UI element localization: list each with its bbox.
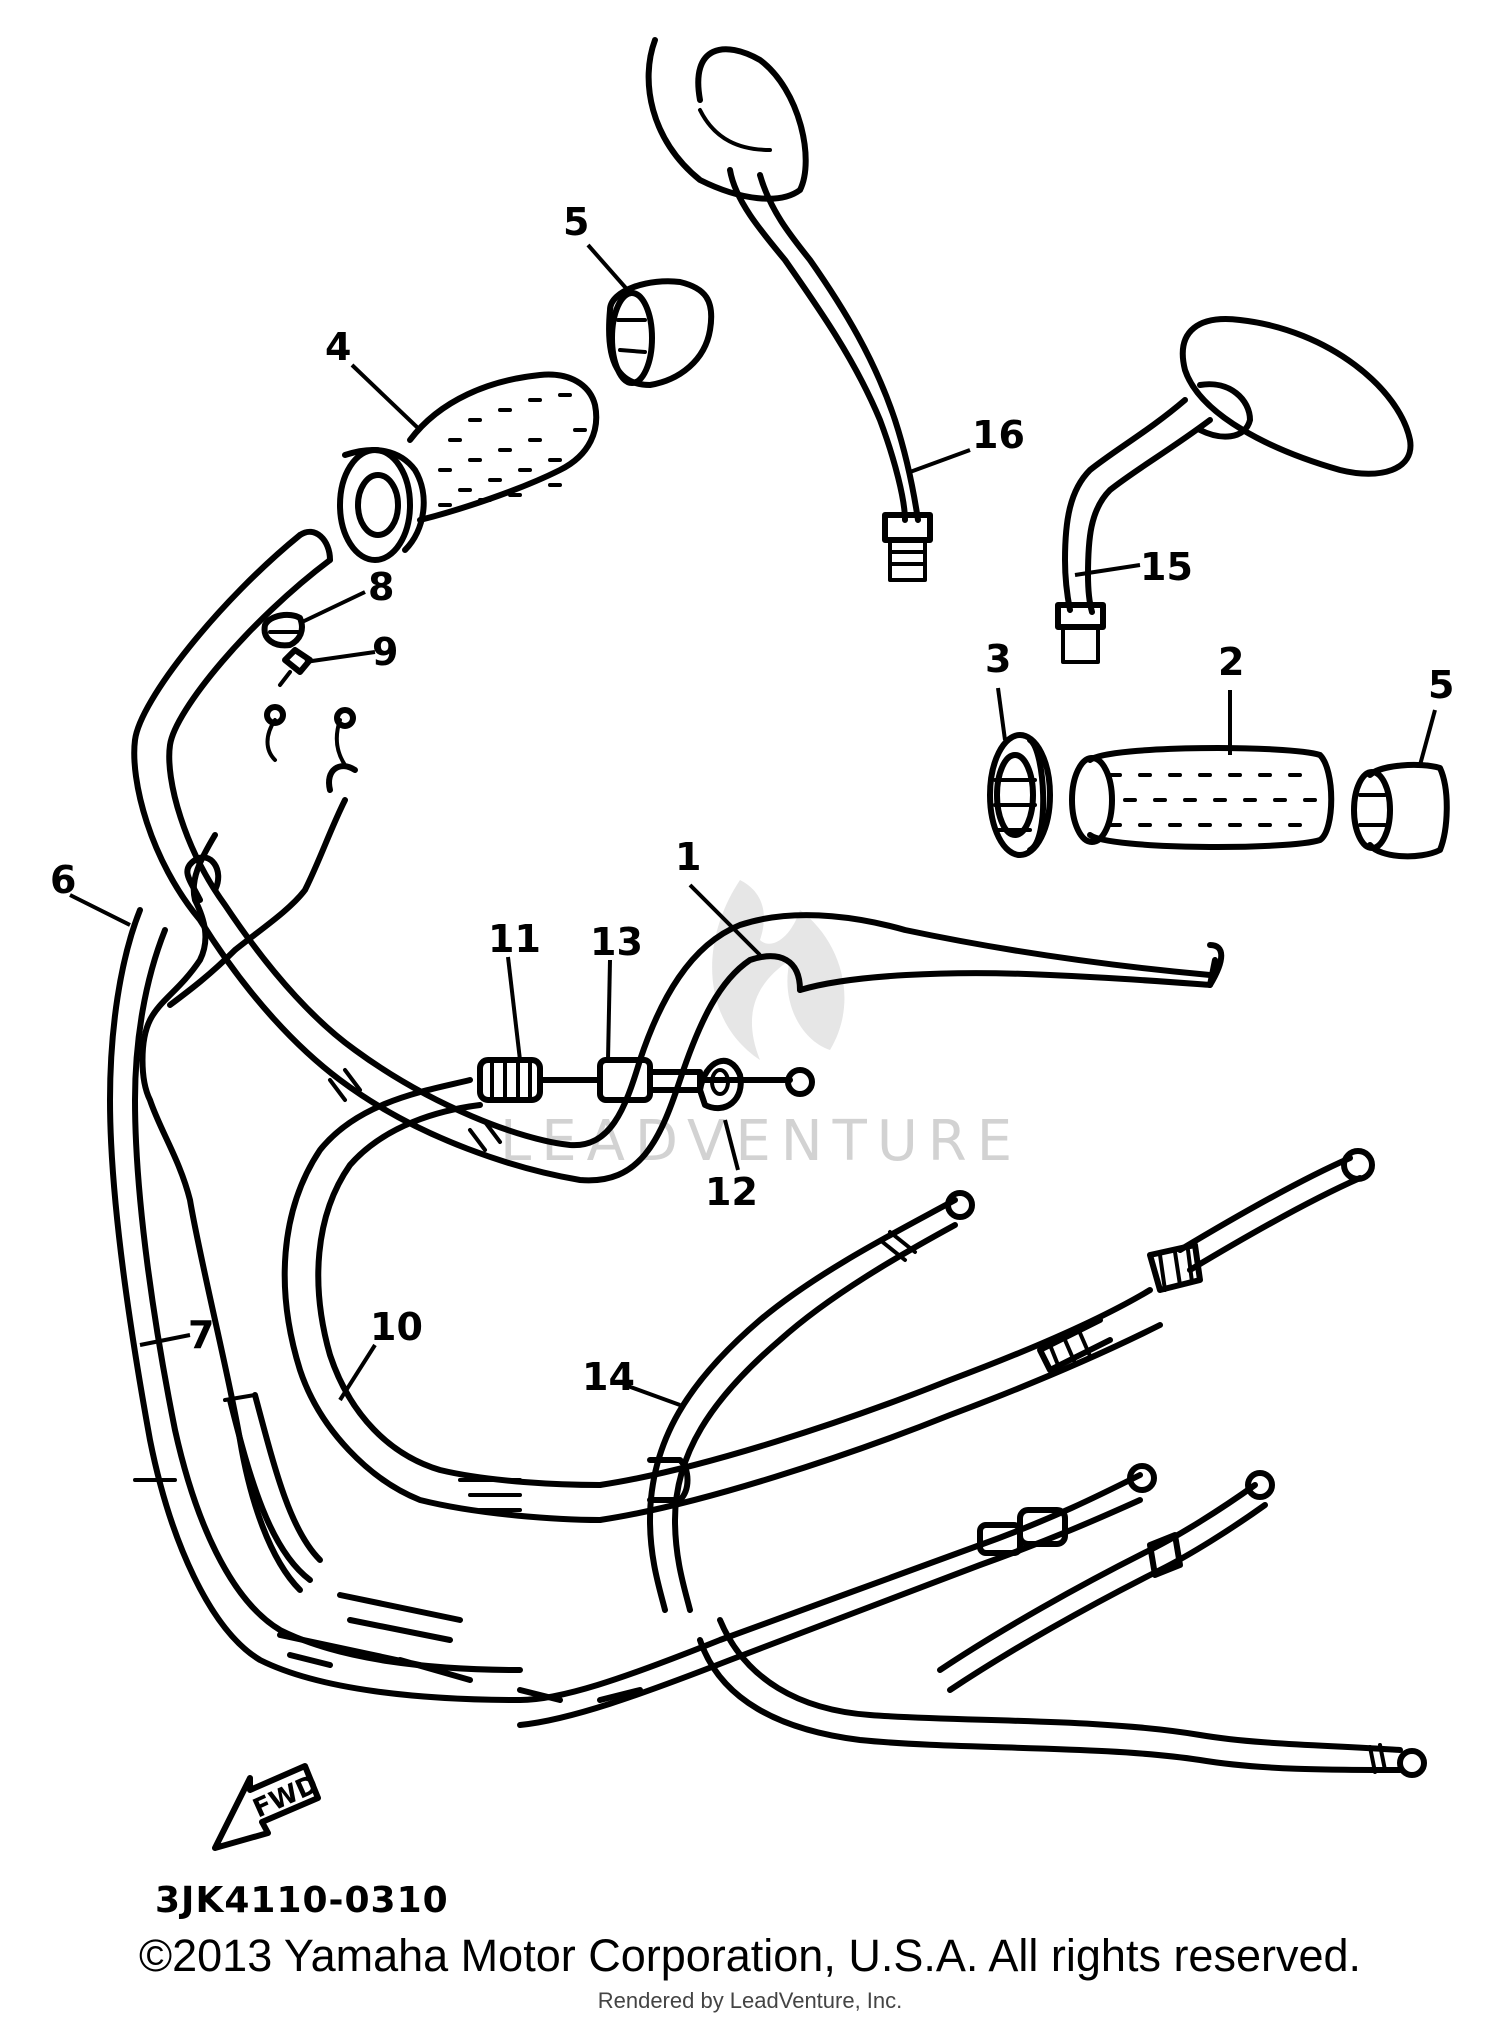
callout-5-upper: 5 [563,200,589,244]
callout-labels: 1 2 3 4 5 5 6 7 8 9 10 11 12 13 14 15 16 [50,200,1454,1399]
handlebar[interactable] [131,528,1225,1184]
cable-holder[interactable] [697,1057,744,1112]
cable-upper-right[interactable] [1037,1148,1375,1373]
callout-16: 16 [972,413,1025,457]
callout-15: 15 [1140,545,1193,589]
throttle-grip[interactable] [337,371,600,563]
callout-2: 2 [1218,640,1244,684]
callout-10: 10 [370,1305,423,1349]
mirror-left[interactable] [645,37,933,582]
callout-4: 4 [325,325,351,369]
callout-12: 12 [705,1170,758,1214]
cable-lower-b[interactable] [937,1470,1275,1693]
left-grip[interactable] [1069,745,1335,850]
grip-end-cap-right[interactable] [1351,761,1450,860]
callout-7: 7 [188,1313,214,1357]
diagram-code: 3JK4110-0310 [155,1880,449,1921]
callout-14: 14 [582,1355,635,1399]
rendered-by-credit: Rendered by LeadVenture, Inc. [597,1988,903,2013]
forward-arrow: FWD [212,1763,323,1851]
adjuster-bolt[interactable] [278,647,313,687]
cable-lower-a[interactable] [517,1463,1157,1728]
cable-adjuster[interactable] [477,1057,815,1103]
callout-5-right: 5 [1428,663,1454,707]
callout-11: 11 [488,917,541,961]
cable-14[interactable] [647,1190,975,1613]
callout-13: 13 [590,920,643,964]
callout-8: 8 [368,565,394,609]
copyright-notice: ©2013 Yamaha Motor Corporation, U.S.A. A… [138,1930,1362,1981]
leadventure-watermark: LEADVENTURE [500,880,1022,1174]
mirror-right[interactable] [1055,316,1414,664]
callout-3: 3 [985,637,1011,681]
callout-9: 9 [372,630,398,674]
callout-1: 1 [675,835,701,879]
callout-6: 6 [50,858,76,902]
watermark-text: LEADVENTURE [500,1109,1022,1174]
adjuster-nut[interactable] [261,611,305,649]
grip-collar[interactable] [987,732,1053,858]
throttle-cable-2[interactable] [107,907,523,1703]
grip-end-cap-upper[interactable] [606,278,715,388]
leader-lines [69,243,1437,1407]
cable-lower-c[interactable] [277,1592,1427,1778]
